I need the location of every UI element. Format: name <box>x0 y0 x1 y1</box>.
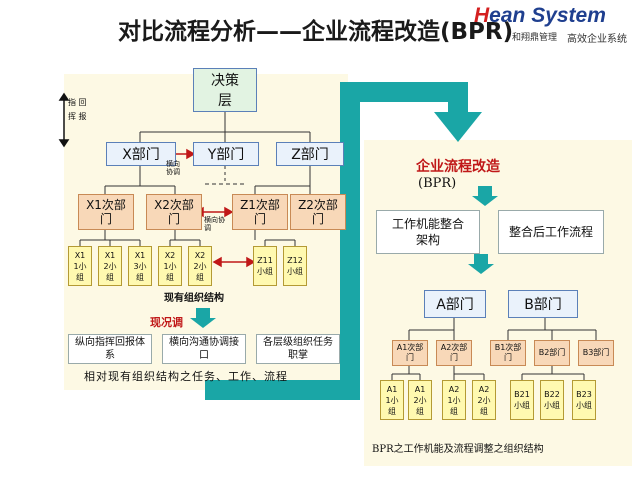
dept-box-z: Z部门 <box>276 142 344 166</box>
bpr-heading-abbr: (BPR) <box>418 176 457 191</box>
issue-box-vertical: 纵向指挥回报体系 <box>68 334 152 364</box>
bpr-structure-caption: BPR之工作机能及流程调整之组织结构 <box>372 444 544 455</box>
group-box: X1 1小组 <box>68 246 92 286</box>
group-box: A2 2小组 <box>472 380 496 420</box>
dept-box-a: A部门 <box>424 290 486 318</box>
group-box: A1 1小组 <box>380 380 404 420</box>
group-box: B22 小组 <box>540 380 564 420</box>
group-box: X1 3小组 <box>128 246 152 286</box>
logo-tagline-left: 和翔鼎管理 <box>512 33 558 43</box>
subdept-box-x1: X1次部门 <box>78 194 134 230</box>
bpr-heading: 企业流程改造 <box>416 159 500 175</box>
group-box: X2 2小组 <box>188 246 212 286</box>
subdept-box-b3: B3部门 <box>578 340 614 366</box>
brand-logo: Hean System <box>474 4 606 27</box>
subdept-box-x2: X2次部门 <box>146 194 202 230</box>
current-structure-caption: 现有组织结构 <box>164 293 224 304</box>
subdept-box-a2: A2次部门 <box>436 340 472 366</box>
group-box: Z12 小组 <box>283 246 307 286</box>
horizontal-coordination-label-2: 横向协调 <box>204 216 225 232</box>
subdept-box-b2: B2部门 <box>534 340 570 366</box>
decision-layer-box: 决策层 <box>193 68 257 112</box>
integrated-workflow-box: 整合后工作流程 <box>498 210 604 254</box>
page-title: 对比流程分析——企业流程改造(BPR) <box>118 19 514 45</box>
group-box: B21 小组 <box>510 380 534 420</box>
status-survey-label: 现况调 <box>150 316 183 329</box>
side-label-command: 指 回 <box>68 98 87 107</box>
subdept-box-b1: B1次部门 <box>490 340 526 366</box>
subdept-box-a1: A1次部门 <box>392 340 428 366</box>
group-box: B23 小组 <box>572 380 596 420</box>
function-integration-box: 工作机能整合架构 <box>376 210 480 254</box>
dept-box-y: Y部门 <box>193 142 259 166</box>
subdept-box-z1: Z1次部门 <box>232 194 288 230</box>
subdept-box-z2: Z2次部门 <box>290 194 346 230</box>
group-box: A2 1小组 <box>442 380 466 420</box>
group-box: Z11 小组 <box>253 246 277 286</box>
group-box: A1 2小组 <box>408 380 432 420</box>
dept-box-b: B部门 <box>508 290 578 318</box>
side-label-report: 挥 报 <box>68 112 87 121</box>
group-box: X1 2小组 <box>98 246 122 286</box>
group-box: X2 1小组 <box>158 246 182 286</box>
tasks-work-process-label: 相对现有组织结构之任务、工作、流程 <box>84 370 288 383</box>
dept-box-x: X部门 <box>106 142 176 166</box>
horizontal-coordination-label: 横向协调 <box>166 160 180 176</box>
issue-box-horizontal: 横向沟通协调接口 <box>162 334 246 364</box>
issue-box-tasks: 各层级组织任务职掌 <box>256 334 340 364</box>
logo-tagline: 高效企业系统 <box>567 34 627 45</box>
